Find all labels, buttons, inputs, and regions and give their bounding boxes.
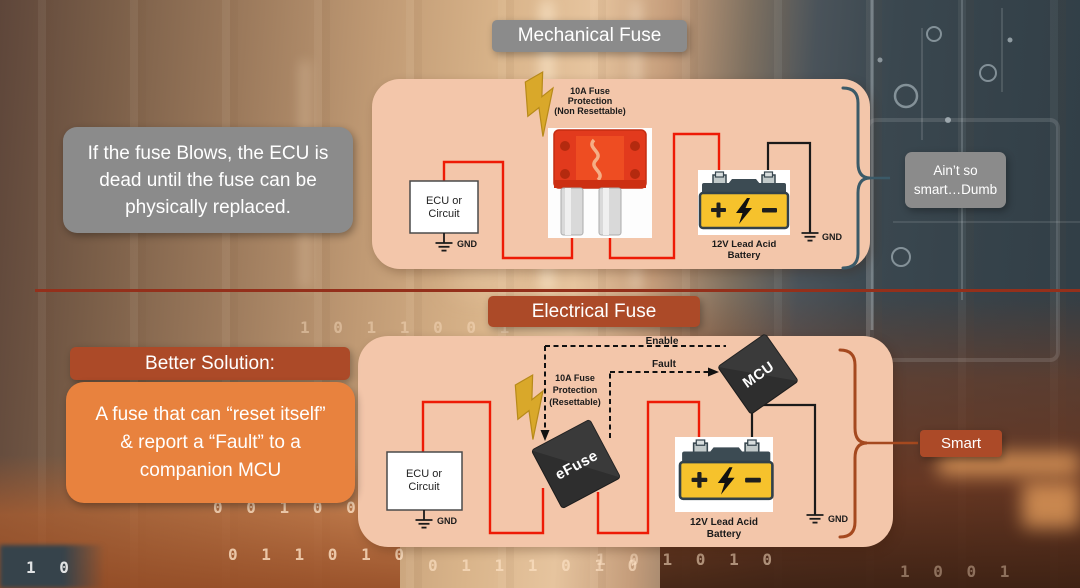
electrical-fuse-title-text: Electrical Fuse <box>531 300 657 322</box>
electrical-diagram-panel <box>358 336 893 547</box>
battery-label: 12V Lead Acid <box>690 517 758 528</box>
binary-digits: 1 0 <box>26 558 76 577</box>
ground-wire <box>750 403 817 515</box>
decor-dot <box>945 117 951 123</box>
mcu-chip: MCU <box>717 333 799 414</box>
binary-digits: 0 1 1 0 1 0 <box>228 545 411 564</box>
power-wire <box>608 132 721 260</box>
fault-label: Fault <box>652 359 677 370</box>
enable-arrowhead <box>540 430 550 441</box>
fuse-protection-label: 10A Fuse <box>570 86 610 96</box>
binary-digits: 1 0 0 1 <box>900 562 1017 581</box>
battery-label: 12V Lead Acid <box>712 239 777 250</box>
mechanical-fuse-title-text: Mechanical Fuse <box>517 25 662 46</box>
decor-circle <box>891 247 911 267</box>
aint-so-smart-line1: Ain’t so <box>933 163 978 178</box>
decor-circle <box>926 26 942 42</box>
curly-brace <box>841 86 871 270</box>
fuse-protection-label: Protection <box>553 385 598 395</box>
ecu-label: ECU or <box>426 195 462 207</box>
ecu-label: Circuit <box>408 481 439 493</box>
battery-icon <box>698 170 790 230</box>
better-solution-title-text: Better Solution: <box>145 352 275 374</box>
fault-arrowhead <box>708 367 719 377</box>
decor-circle <box>893 83 919 109</box>
battery-icon <box>678 438 774 501</box>
mechanical-fuse-title: Mechanical Fuse <box>492 20 687 52</box>
fuse-protection-label: (Resettable) <box>549 397 601 407</box>
ground-symbol <box>800 222 820 242</box>
fuse-protection-label: Protection <box>568 96 613 106</box>
fuse-protection-label: 10A Fuse <box>555 373 595 383</box>
enable-label: Enable <box>646 336 679 347</box>
power-wire <box>442 160 574 260</box>
curly-brace <box>838 348 868 539</box>
blade-fuse-icon <box>548 128 652 238</box>
mechanical-diagram: 10A Fuse Protection (Non Resettable) <box>409 70 890 270</box>
gnd-label: GND <box>828 514 849 524</box>
power-wire <box>596 400 701 535</box>
ground-symbol <box>434 232 454 252</box>
fuse-blows-text: If the fuse Blows, the ECU is dead until… <box>87 142 329 218</box>
ground-symbol <box>414 509 434 529</box>
aint-so-smart-line2: smart…Dumb <box>913 182 998 197</box>
ground-wire <box>766 141 812 233</box>
ecu-label: Circuit <box>428 208 459 220</box>
dark-corner <box>0 545 105 588</box>
better-solution-body: A fuse that can “reset itself” & report … <box>66 382 355 503</box>
aint-so-smart-callout: Ain’t so smart…Dumb <box>905 152 1006 208</box>
efuse-chip: eFuse <box>531 419 621 509</box>
better-solution-line1: A fuse that can “reset itself” <box>95 403 326 425</box>
battery-label: Battery <box>728 250 761 261</box>
decor-circle <box>979 64 997 82</box>
battery-label: Battery <box>707 529 742 540</box>
rack-glow <box>1022 482 1080 528</box>
gnd-label: GND <box>457 239 478 249</box>
ecu-label: ECU or <box>406 468 442 480</box>
ground-symbol <box>805 504 825 524</box>
ecu-box <box>386 451 463 511</box>
binary-digits: 0 1 1 1 0 1 0 <box>428 556 645 575</box>
electrical-diagram: Enable Fault 10A Fuse Protection (Resett… <box>386 333 918 540</box>
decor-dot <box>1007 37 1013 43</box>
smart-text: Smart <box>940 435 981 452</box>
smart-callout: Smart <box>920 430 1002 457</box>
power-wire <box>421 400 545 535</box>
better-solution-line2: & report a “Fault” to a <box>120 431 301 453</box>
better-solution-line3: companion MCU <box>139 459 282 481</box>
gnd-label: GND <box>822 232 843 242</box>
better-solution-title: Better Solution: <box>70 347 350 380</box>
ecu-box <box>409 180 479 234</box>
fuse-blows-callout: If the fuse Blows, the ECU is dead until… <box>63 127 353 233</box>
gnd-label: GND <box>437 516 458 526</box>
electrical-fuse-title: Electrical Fuse <box>488 296 700 327</box>
section-divider-line <box>35 289 1080 292</box>
binary-digits: 1 0 1 1 0 0 1 <box>300 318 517 337</box>
decor-dot <box>877 57 883 63</box>
binary-digits: 1 0 1 0 1 0 <box>596 550 779 569</box>
fuse-protection-label: (Non Resettable) <box>554 106 626 116</box>
